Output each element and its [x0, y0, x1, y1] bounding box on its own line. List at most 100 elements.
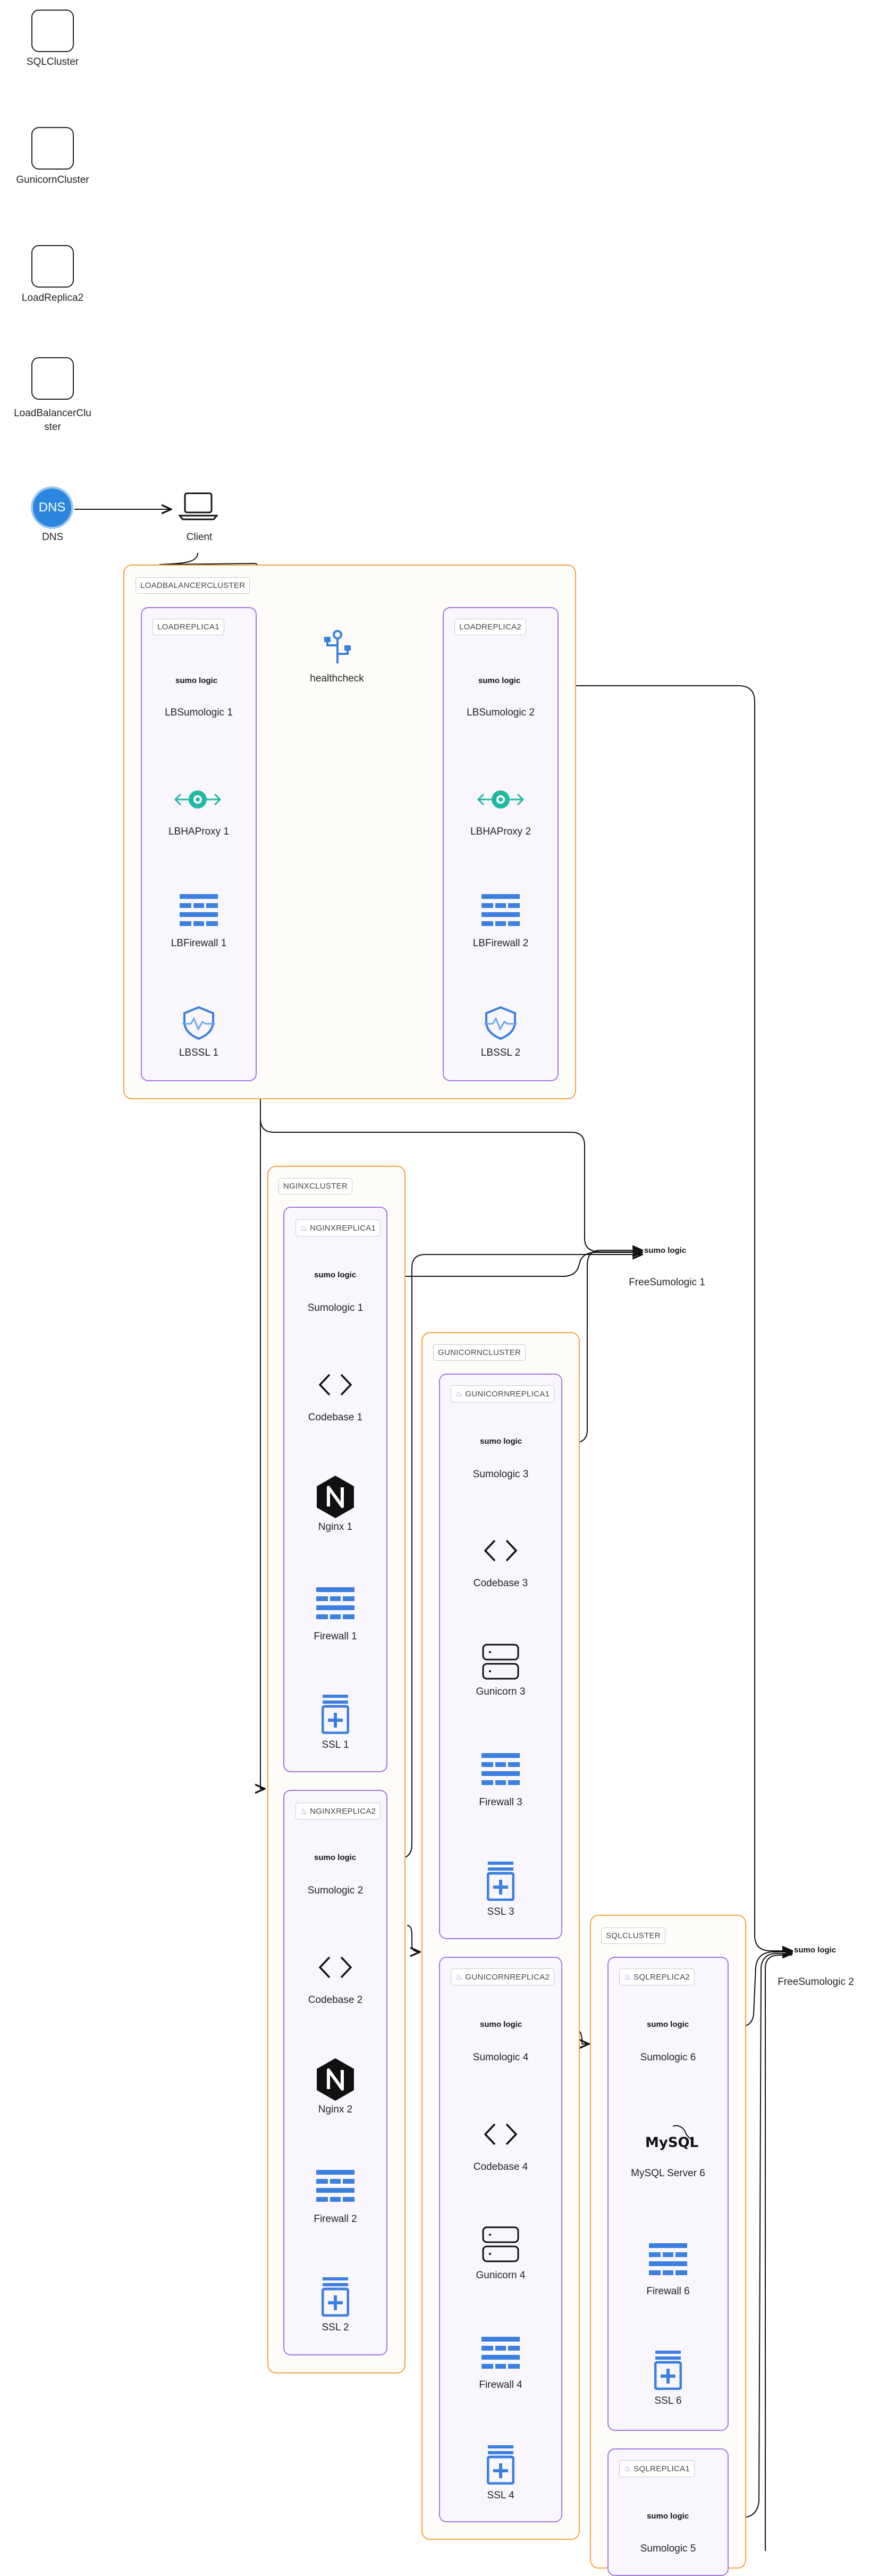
firewall-icon [316, 2169, 354, 2210]
loadreplica2-label: LoadReplica2 [21, 292, 84, 304]
gunicorncluster-label: GunicornCluster [16, 174, 89, 186]
flame-icon: ♨ [455, 1390, 463, 1399]
ssl-icon [486, 1861, 515, 1904]
client-label: Client [186, 532, 213, 543]
ssl-icon [321, 1694, 350, 1737]
nginx-sumologic-1-label: Sumologic 1 [307, 1302, 364, 1314]
gunicorn-replica-2-tag-text: GUNICORNREPLICA2 [465, 1973, 550, 1982]
sumologic-logo: sumo logic [480, 1437, 522, 1446]
lb-firewall-1-label: LBFirewall 1 [171, 938, 227, 949]
laptop-icon[interactable] [178, 491, 219, 524]
nginx-icon [316, 1475, 355, 1522]
gunicorn-replica-2-tag: ♨ GUNICORNREPLICA2 [451, 1968, 555, 1985]
nginx-firewall-1-label: Firewall 1 [314, 1631, 357, 1642]
ssl-icon [654, 2350, 682, 2393]
lb-replica-1-tag: LOADREPLICA1 [153, 619, 224, 635]
haproxy-icon [173, 785, 222, 817]
free-sumologic-2-label: FreeSumologic 2 [778, 1976, 854, 1988]
sumologic-logo: sumo logic [175, 676, 218, 685]
sql-ssl-6-label: SSL 6 [654, 2395, 682, 2406]
free-sumologic-2-logo: sumo logic [794, 1946, 837, 1955]
nginx-icon [316, 2057, 355, 2104]
nginx-sumologic-2-label: Sumologic 2 [307, 1885, 364, 1896]
sumologic-logo: sumo logic [647, 2020, 689, 2029]
sqlcluster-node[interactable] [31, 10, 74, 52]
dns-icon-text: DNS [38, 500, 66, 515]
code-icon [481, 2121, 520, 2150]
sumologic-logo: sumo logic [314, 1270, 357, 1279]
shield-icon [181, 1006, 216, 1042]
nginx-2-label: Nginx 2 [318, 2104, 353, 2115]
gunicorn-sumologic-3-label: Sumologic 3 [472, 1469, 529, 1480]
flame-icon: ♨ [455, 1973, 463, 1982]
healthcheck-label: healthcheck [310, 673, 364, 684]
sql-cluster-tag: SQLCLUSTER [601, 1927, 666, 1944]
gunicorn-4-label: Gunicorn 4 [476, 2270, 526, 2281]
gunicorn-firewall-3-label: Firewall 3 [479, 1797, 522, 1808]
haproxy-icon [476, 785, 525, 817]
code-icon [481, 1537, 520, 1567]
nginx-1-label: Nginx 1 [318, 1521, 353, 1533]
code-icon [316, 1371, 355, 1401]
lb-haproxy-1-label: LBHAProxy 1 [168, 826, 230, 837]
dns-icon[interactable]: DNS [31, 486, 73, 529]
nginx-cluster-tag: NGINXCLUSTER [278, 1178, 353, 1194]
gunicorn-cluster-tag: GUNICORNCLUSTER [433, 1344, 526, 1361]
sql-firewall-6-label: Firewall 6 [646, 2286, 690, 2297]
dns-label: DNS [41, 532, 64, 543]
lb-replica-2[interactable] [443, 607, 559, 1081]
firewall-icon [482, 1752, 520, 1793]
sql-replica-1-tag-text: SQLREPLICA1 [634, 2464, 690, 2473]
loadbalancercluster-node[interactable] [31, 357, 74, 400]
gunicorn-replica-1-tag-text: GUNICORNREPLICA1 [465, 1390, 550, 1399]
lb-replica-1[interactable] [141, 607, 257, 1081]
nginx-replica-1-tag: ♨ NGINXREPLICA1 [295, 1219, 381, 1236]
lb-ssl-1-label: LBSSL 1 [179, 1047, 219, 1058]
gunicorncluster-node[interactable] [31, 127, 74, 170]
flame-icon: ♨ [624, 2464, 631, 2473]
firewall-icon [180, 893, 218, 934]
loadreplica2-node[interactable] [31, 245, 74, 288]
flame-icon: ♨ [300, 1807, 308, 1816]
nginx-replica-1-tag-text: NGINXREPLICA1 [310, 1224, 376, 1233]
sumologic-logo: sumo logic [478, 676, 521, 685]
gunicorn-replica-2[interactable] [439, 1957, 562, 2522]
mysql-server-6-label: MySQL Server 6 [631, 2168, 705, 2179]
sumologic-logo: sumo logic [647, 2512, 689, 2521]
code-icon [316, 1954, 355, 1983]
gunicorn-codebase-3-label: Codebase 3 [473, 1578, 528, 1589]
edge-lbsumo2-free2 [530, 685, 792, 1951]
gunicorn-replica-1[interactable] [439, 1374, 562, 1939]
server-icon [482, 1643, 520, 1683]
gunicorn-ssl-4-label: SSL 4 [487, 2490, 514, 2501]
lb-haproxy-2-label: LBHAProxy 2 [470, 826, 531, 837]
edge-sql-sumo5-free2 [695, 1954, 792, 2518]
loadbalancercluster-label: LoadBalancerClu ster [14, 408, 91, 433]
mysql-icon: MySQL [643, 2123, 698, 2155]
sumologic-logo: sumo logic [480, 2020, 522, 2029]
nginx-replica-2-tag-text: NGINXREPLICA2 [310, 1807, 376, 1816]
sql-sumologic-6-label: Sumologic 6 [640, 2052, 696, 2063]
gunicorn-codebase-4-label: Codebase 4 [473, 2161, 528, 2173]
firewall-icon [316, 1586, 354, 1627]
gunicorn-replica-1-tag: ♨ GUNICORNREPLICA1 [451, 1385, 555, 1402]
firewall-icon [482, 2336, 520, 2377]
free-sumologic-1-logo: sumo logic [644, 1246, 687, 1255]
server-icon [482, 2225, 520, 2266]
sumologic-logo: sumo logic [314, 1853, 357, 1862]
gunicorn-firewall-4-label: Firewall 4 [479, 2379, 522, 2390]
sql-sumologic-5-label: Sumologic 5 [640, 2543, 696, 2554]
healthcheck-icon [320, 629, 355, 669]
shield-icon [483, 1006, 518, 1042]
flame-icon: ♨ [624, 1973, 631, 1982]
nginx-codebase-2-label: Codebase 2 [308, 1994, 363, 2006]
sqlcluster-label: SQLCluster [26, 56, 79, 68]
lb-cluster-tag: LOADBALANCERCLUSTER [136, 577, 250, 594]
lb-sumologic-2-label: LBSumologic 2 [467, 707, 535, 718]
sql-replica-1-tag: ♨ SQLREPLICA1 [619, 2460, 695, 2477]
nginx-ssl-2-label: SSL 2 [322, 2322, 349, 2333]
edge-nginx-sumo1-free1 [365, 1252, 642, 1277]
sql-replica-2-tag-text: SQLREPLICA2 [634, 1973, 690, 1982]
firewall-icon [482, 893, 520, 934]
free-sumologic-1-label: FreeSumologic 1 [629, 1277, 705, 1288]
